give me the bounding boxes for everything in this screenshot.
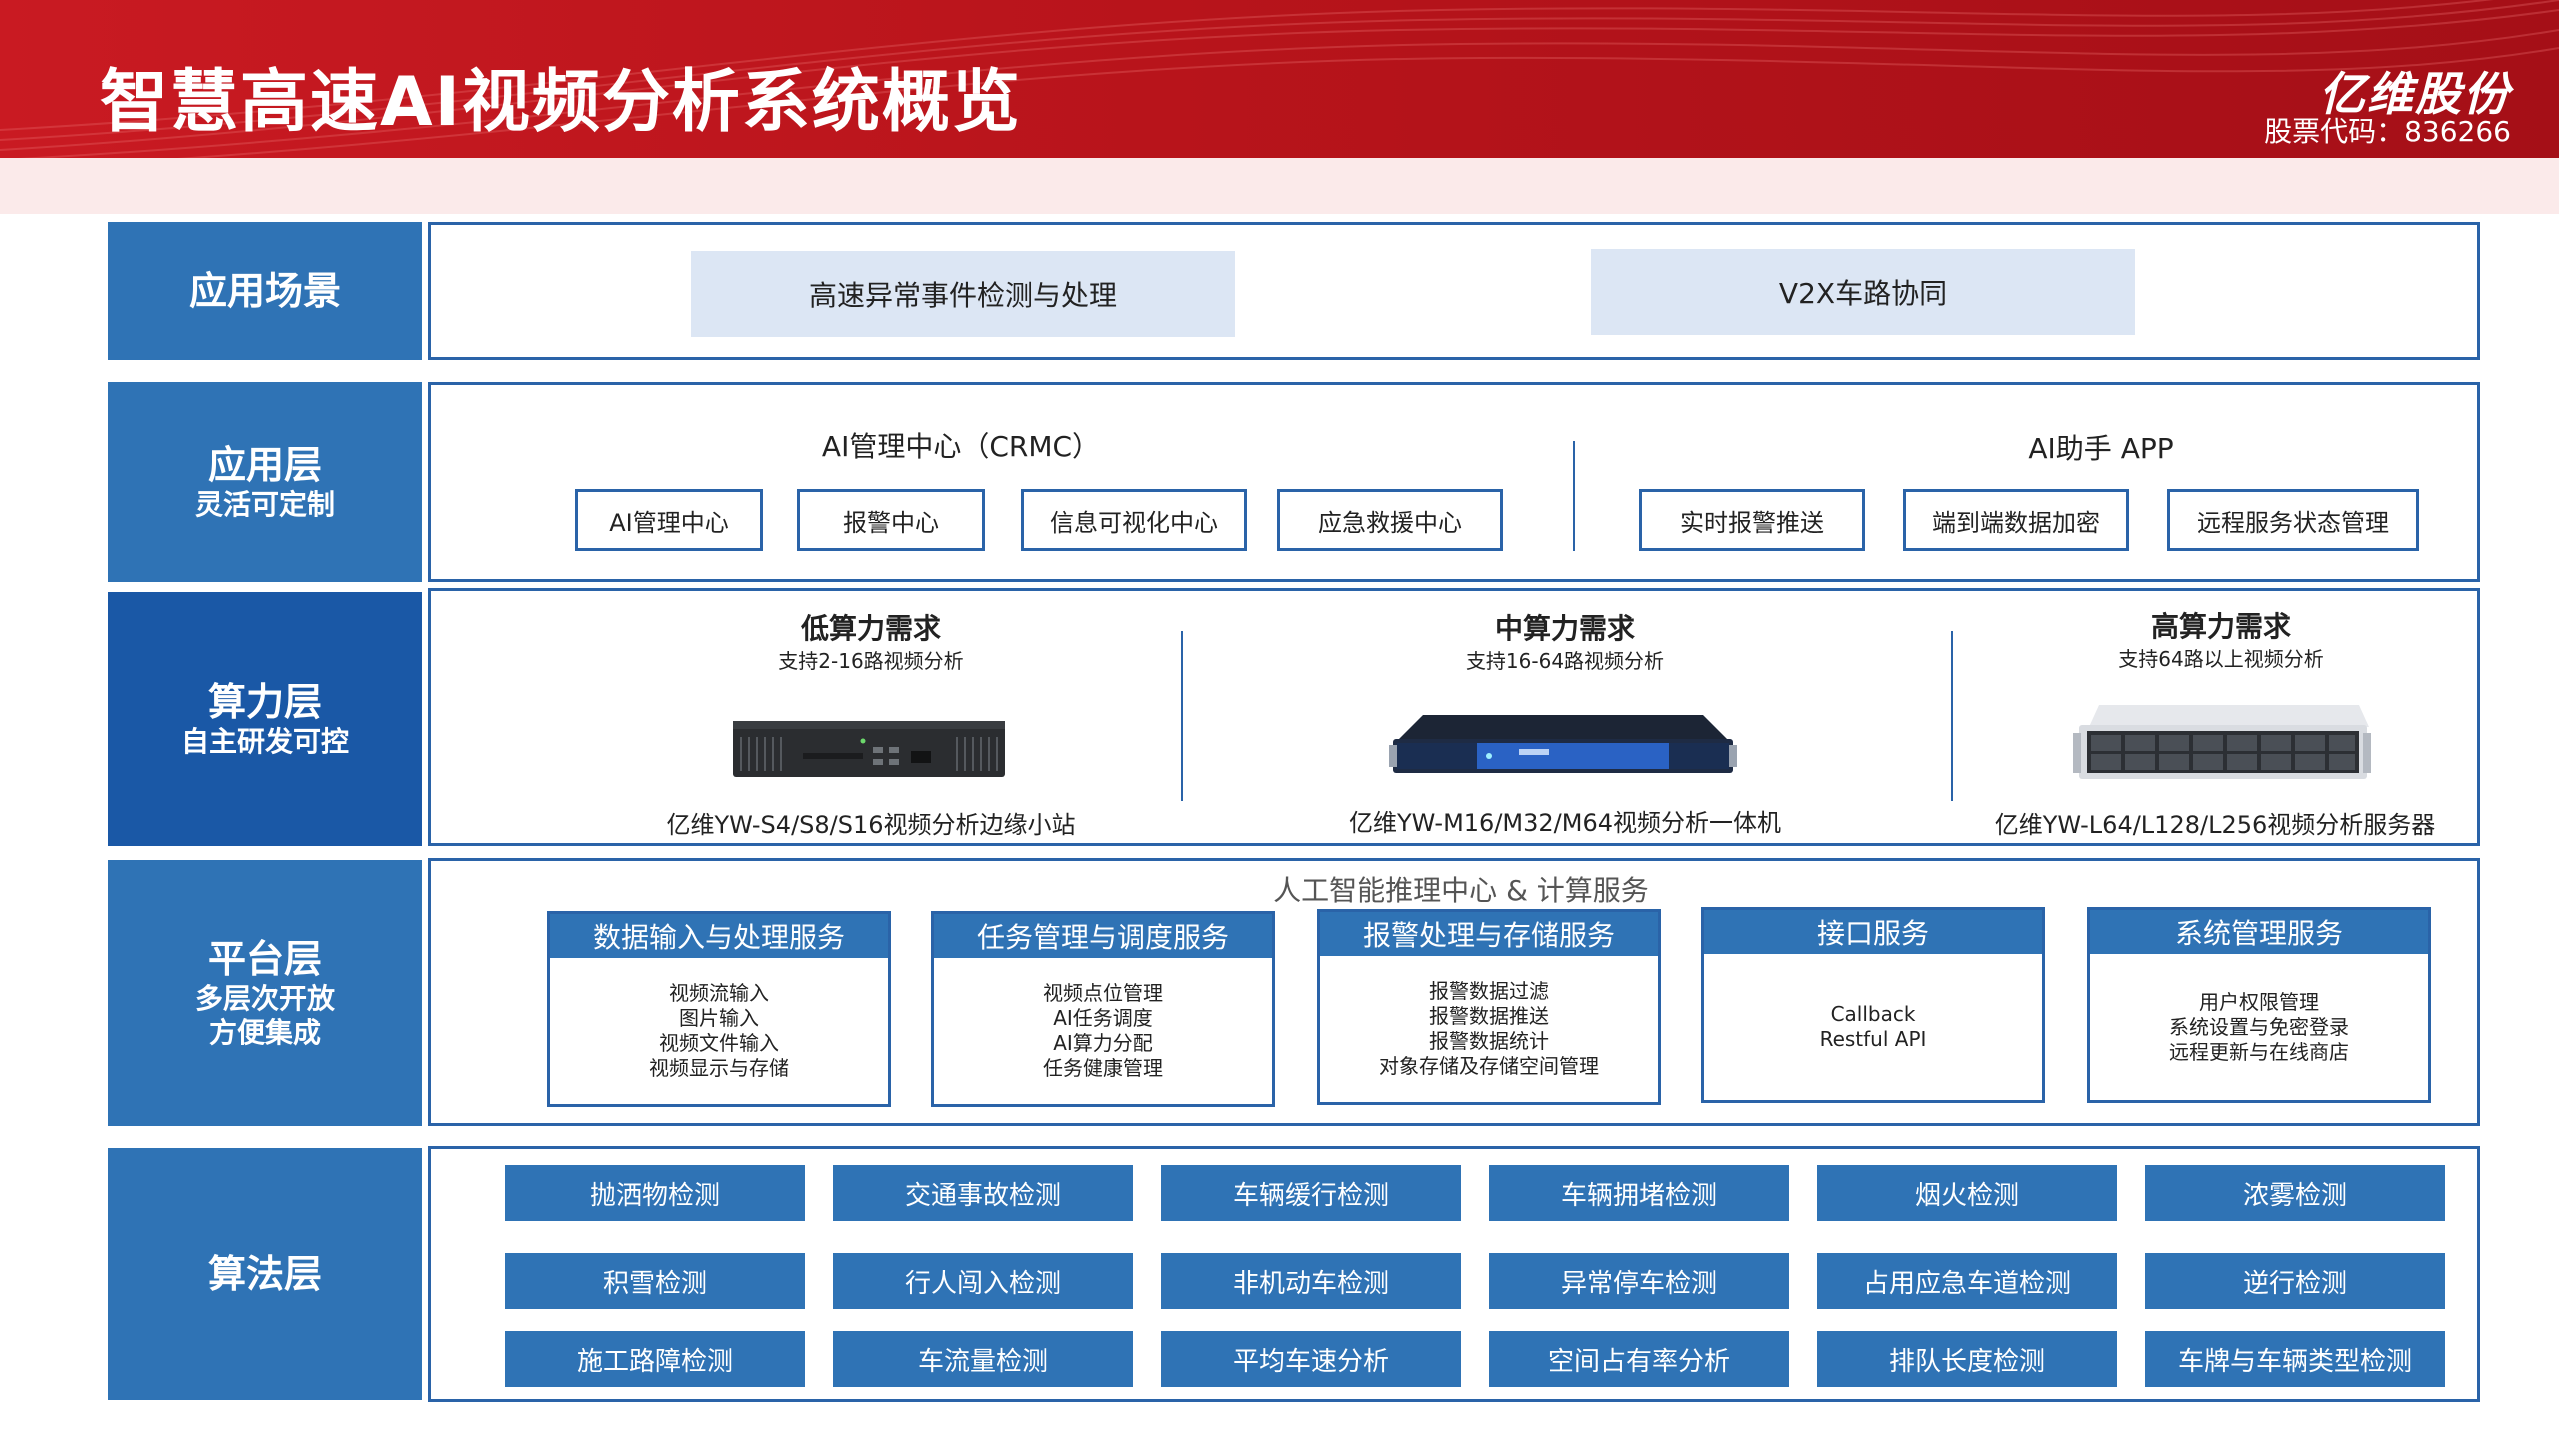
scenario-item: V2X车路协同 bbox=[1591, 249, 2135, 335]
service-line: Callback bbox=[1830, 1002, 1916, 1026]
tier-divider bbox=[1181, 631, 1183, 801]
brand-logo-text: 亿维股份 bbox=[2319, 67, 2511, 121]
compute-product-name: 亿维YW-M16/M32/M64视频分析一体机 bbox=[1349, 809, 1781, 837]
compute-tier-title: 低算力需求 bbox=[800, 612, 941, 645]
platform-center-title: 人工智能推理中心 & 计算服务 bbox=[1273, 874, 1649, 907]
layer-label-scenario: 应用场景 bbox=[108, 222, 422, 360]
algorithm-item: 车辆缓行检测 bbox=[1161, 1165, 1461, 1221]
edge-box-icon bbox=[733, 721, 1005, 777]
scenario-item: 高速异常事件检测与处理 bbox=[691, 251, 1235, 337]
layer-label-title: 应用层 bbox=[207, 443, 322, 487]
service-card-task-management: 任务管理与调度服务 视频点位管理 AI任务调度 AI算力分配 任务健康管理 bbox=[931, 911, 1275, 1107]
service-line: 任务健康管理 bbox=[1043, 1056, 1163, 1080]
service-card-system-management: 系统管理服务 用户权限管理 系统设置与免密登录 远程更新与在线商店 bbox=[2087, 907, 2431, 1103]
service-line: 视频文件输入 bbox=[659, 1031, 779, 1055]
compute-tier-subtitle: 支持16-64路视频分析 bbox=[1465, 649, 1665, 673]
group-title-crmc: AI管理中心（CRMC） bbox=[821, 430, 1101, 463]
layer-label-subtitle: 多层次开放 bbox=[194, 982, 335, 1015]
algorithm-item: 异常停车检测 bbox=[1489, 1253, 1789, 1309]
header-banner: 智慧高速AI视频分析系统概览 亿维股份 股票代码：836266 bbox=[0, 0, 2559, 158]
layer-label-subtitle: 自主研发可控 bbox=[180, 725, 349, 758]
algorithm-item: 烟火检测 bbox=[1817, 1165, 2117, 1221]
algorithm-item: 逆行检测 bbox=[2145, 1253, 2445, 1309]
layer-label-subtitle: 方便集成 bbox=[208, 1016, 321, 1049]
service-line: 视频点位管理 bbox=[1043, 981, 1163, 1005]
algorithm-item: 施工路障检测 bbox=[505, 1331, 805, 1387]
layer-label-title: 平台层 bbox=[207, 937, 322, 981]
rack-unit-icon bbox=[1389, 715, 1737, 773]
compute-tier-subtitle: 支持2-16路视频分析 bbox=[778, 649, 964, 673]
algorithm-item: 平均车速分析 bbox=[1161, 1331, 1461, 1387]
service-title: 任务管理与调度服务 bbox=[934, 914, 1272, 958]
app-feature-box: 远程服务状态管理 bbox=[2167, 489, 2419, 551]
algorithm-item: 排队长度检测 bbox=[1817, 1331, 2117, 1387]
service-card-data-input: 数据输入与处理服务 视频流输入 图片输入 视频文件输入 视频显示与存储 bbox=[547, 911, 891, 1107]
layer-label-subtitle: 灵活可定制 bbox=[194, 488, 335, 521]
service-line: 用户权限管理 bbox=[2199, 989, 2319, 1014]
group-title-app: AI助手 APP bbox=[2028, 432, 2174, 465]
service-line: 远程更新与在线商店 bbox=[2169, 1039, 2349, 1064]
service-title: 数据输入与处理服务 bbox=[550, 914, 888, 958]
compute-product-name: 亿维YW-S4/S8/S16视频分析边缘小站 bbox=[666, 811, 1076, 839]
algorithm-item: 抛洒物检测 bbox=[505, 1165, 805, 1221]
compute-tier-title: 中算力需求 bbox=[1494, 612, 1635, 645]
page-title: 智慧高速AI视频分析系统概览 bbox=[100, 63, 1022, 142]
algorithm-item: 占用应急车道检测 bbox=[1817, 1253, 2117, 1309]
service-line: 系统设置与免密登录 bbox=[2169, 1014, 2349, 1039]
app-module-box: AI管理中心 bbox=[575, 489, 763, 551]
algorithm-item: 车流量检测 bbox=[833, 1331, 1133, 1387]
scenario-panel: 高速异常事件检测与处理 V2X车路协同 bbox=[428, 222, 2480, 360]
service-title: 报警处理与存储服务 bbox=[1320, 912, 1658, 956]
service-line: Restful API bbox=[1819, 1027, 1927, 1051]
app-feature-box: 端到端数据加密 bbox=[1903, 489, 2129, 551]
application-panel: AI管理中心（CRMC） AI管理中心 报警中心 信息可视化中心 应急救援中心 … bbox=[428, 382, 2480, 582]
app-module-box: 信息可视化中心 bbox=[1021, 489, 1247, 551]
algorithm-item: 空间占有率分析 bbox=[1489, 1331, 1789, 1387]
service-line: 视频显示与存储 bbox=[649, 1056, 789, 1080]
layer-label-title: 算力层 bbox=[207, 680, 322, 724]
layer-label-title: 应用场景 bbox=[188, 269, 341, 313]
app-feature-box: 实时报警推送 bbox=[1639, 489, 1865, 551]
algorithm-item: 浓雾检测 bbox=[2145, 1165, 2445, 1221]
platform-panel: 人工智能推理中心 & 计算服务 数据输入与处理服务 视频流输入 图片输入 视频文… bbox=[428, 858, 2480, 1126]
layer-label-application: 应用层 灵活可定制 bbox=[108, 382, 422, 582]
algorithm-item: 非机动车检测 bbox=[1161, 1253, 1461, 1309]
service-line: 图片输入 bbox=[679, 1006, 759, 1030]
layer-label-compute: 算力层 自主研发可控 bbox=[108, 592, 422, 846]
service-line: 报警数据统计 bbox=[1429, 1029, 1549, 1053]
service-line: 对象存储及存储空间管理 bbox=[1379, 1054, 1599, 1078]
header-underband bbox=[0, 158, 2559, 214]
service-title: 系统管理服务 bbox=[2090, 910, 2428, 954]
algorithm-panel: 抛洒物检测 交通事故检测 车辆缓行检测 车辆拥堵检测 烟火检测 浓雾检测 积雪检… bbox=[428, 1146, 2480, 1402]
layer-label-title: 算法层 bbox=[207, 1252, 322, 1296]
service-line: AI算力分配 bbox=[1053, 1031, 1153, 1055]
service-title: 接口服务 bbox=[1704, 910, 2042, 954]
service-line: 报警数据推送 bbox=[1429, 1004, 1549, 1028]
algorithm-item: 行人闯入检测 bbox=[833, 1253, 1133, 1309]
app-module-box: 报警中心 bbox=[797, 489, 985, 551]
app-module-box: 应急救援中心 bbox=[1277, 489, 1503, 551]
compute-product-name: 亿维YW-L64/L128/L256视频分析服务器 bbox=[1994, 811, 2436, 839]
layer-label-platform: 平台层 多层次开放 方便集成 bbox=[108, 860, 422, 1126]
algorithm-item: 车辆拥堵检测 bbox=[1489, 1165, 1789, 1221]
compute-tier-subtitle: 支持64路以上视频分析 bbox=[2118, 647, 2324, 671]
group-divider bbox=[1573, 441, 1575, 551]
algorithm-item: 交通事故检测 bbox=[833, 1165, 1133, 1221]
service-card-interface: 接口服务 Callback Restful API bbox=[1701, 907, 2045, 1103]
algorithm-item: 车牌与车辆类型检测 bbox=[2145, 1331, 2445, 1387]
server-icon bbox=[2073, 705, 2371, 779]
compute-tier-title: 高算力需求 bbox=[2150, 610, 2291, 643]
service-line: 视频流输入 bbox=[669, 981, 769, 1005]
service-line: 报警数据过滤 bbox=[1429, 979, 1549, 1003]
tier-divider bbox=[1951, 631, 1953, 801]
decorative-wave-lines bbox=[0, 0, 2559, 158]
service-card-alarm-processing: 报警处理与存储服务 报警数据过滤 报警数据推送 报警数据统计 对象存储及存储空间… bbox=[1317, 909, 1661, 1105]
stock-code: 股票代码：836266 bbox=[2264, 115, 2511, 148]
algorithm-item: 积雪检测 bbox=[505, 1253, 805, 1309]
layer-label-algorithm: 算法层 bbox=[108, 1148, 422, 1400]
service-line: AI任务调度 bbox=[1053, 1006, 1153, 1030]
compute-panel: 低算力需求 支持2-16路视频分析 亿维YW-S4/S8/S16视频分析边缘小站… bbox=[428, 588, 2480, 846]
